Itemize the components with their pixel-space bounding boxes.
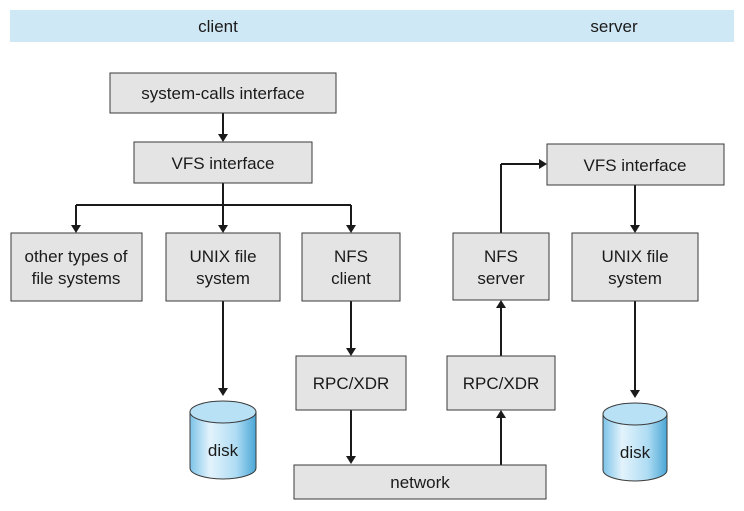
nfs-client-label-line2: client	[331, 269, 371, 288]
other-file-systems-label-line2: file systems	[32, 269, 121, 288]
client-vfs-interface-box: VFS interface	[133, 141, 313, 184]
server-vfs-interface-box: VFS interface	[546, 143, 725, 186]
client-disk-label: disk	[208, 441, 239, 460]
nfs-client-label-line1: NFS	[334, 247, 368, 266]
server-rpc-xdr-box: RPC/XDR	[446, 355, 556, 411]
client-rpc-xdr-label: RPC/XDR	[313, 374, 390, 393]
nfs-server-box: NFS server	[452, 232, 550, 301]
server-header: server	[590, 17, 638, 36]
server-unix-file-system-label-line1: UNIX file	[601, 247, 668, 266]
client-unix-file-system-box: UNIX file system	[165, 232, 281, 302]
client-vfs-interface-label: VFS interface	[172, 154, 275, 173]
server-unix-file-system-box: UNIX file system	[571, 232, 699, 302]
client-unix-file-system-label-line1: UNIX file	[189, 247, 256, 266]
client-rpc-xdr-box: RPC/XDR	[295, 355, 407, 411]
header-band	[10, 10, 734, 42]
server-disk: disk	[602, 402, 668, 482]
server-unix-file-system-label-line2: system	[608, 269, 662, 288]
client-unix-file-system-label-line2: system	[196, 269, 250, 288]
nfs-server-label-line2: server	[477, 269, 525, 288]
nfs-server-label-line1: NFS	[484, 247, 518, 266]
server-rpc-xdr-label: RPC/XDR	[463, 374, 540, 393]
nfs-client-box: NFS client	[301, 232, 401, 302]
other-file-systems-label-line1: other types of	[24, 247, 127, 266]
network-label: network	[390, 473, 450, 492]
system-calls-interface-label: system-calls interface	[141, 84, 304, 103]
network-box: network	[293, 464, 547, 500]
other-file-systems-box: other types of file systems	[10, 232, 143, 302]
connectors	[71, 113, 640, 465]
client-header: client	[198, 17, 238, 36]
system-calls-interface-box: system-calls interface	[109, 72, 337, 114]
server-vfs-interface-label: VFS interface	[584, 156, 687, 175]
client-disk: disk	[189, 400, 257, 480]
server-disk-label: disk	[620, 443, 651, 462]
